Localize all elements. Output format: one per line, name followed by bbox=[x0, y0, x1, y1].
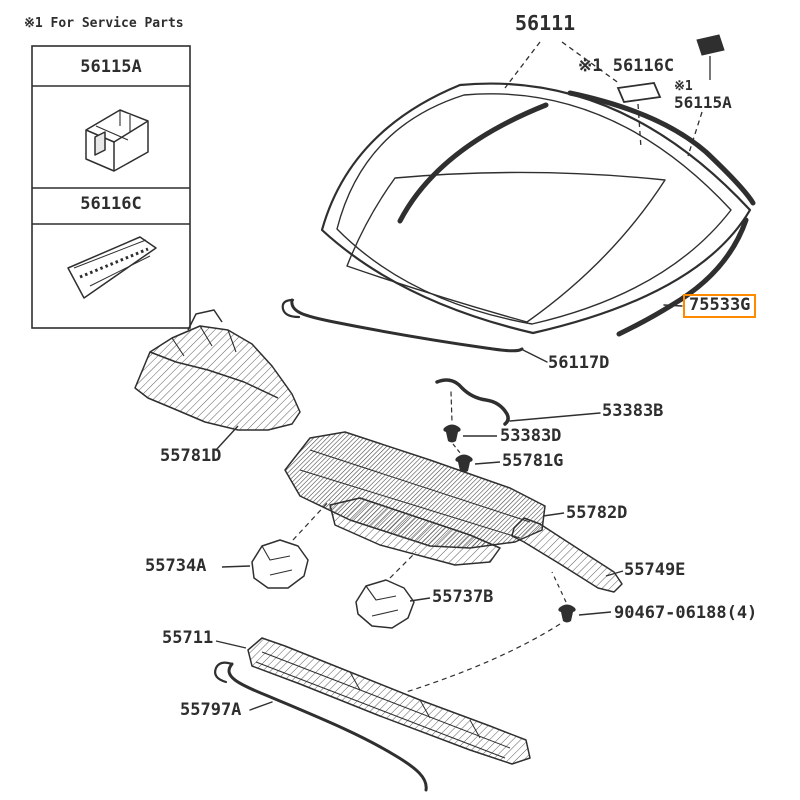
art-53383b bbox=[435, 378, 601, 426]
part-label-90467[interactable]: 90467-06188(4) bbox=[614, 603, 758, 623]
part-label-56111[interactable]: 56111 bbox=[515, 11, 576, 35]
part-label-55781g[interactable]: 55781G bbox=[502, 451, 564, 471]
art-75533g bbox=[616, 217, 749, 337]
part-label-55711[interactable]: 55711 bbox=[162, 628, 214, 648]
art-90467-clip bbox=[405, 571, 612, 693]
part-label-56116c[interactable]: ※1 56116C bbox=[578, 56, 675, 76]
legend-title-56115a: 56115A bbox=[80, 57, 142, 77]
part-label-56115a-num: 56115A bbox=[674, 93, 732, 113]
part-label-55734a[interactable]: 55734A bbox=[145, 556, 207, 576]
art-55749e bbox=[511, 517, 624, 593]
legend-title-56116c: 56116C bbox=[80, 194, 142, 214]
art-55797a bbox=[214, 661, 428, 792]
art-55782d bbox=[284, 431, 565, 566]
part-label-53383b[interactable]: 53383B bbox=[602, 401, 664, 421]
art-55781g-clip bbox=[452, 443, 501, 473]
art-55737b bbox=[355, 551, 431, 629]
part-label-55782d[interactable]: 55782D bbox=[566, 503, 628, 523]
legend-box-art bbox=[31, 45, 191, 329]
part-label-55781d[interactable]: 55781D bbox=[160, 446, 222, 466]
service-parts-note: ※1 For Service Parts bbox=[24, 16, 184, 31]
art-55711 bbox=[215, 637, 531, 765]
windshield-glass-art bbox=[320, 82, 756, 335]
art-56117d bbox=[281, 298, 548, 363]
part-label-55797a[interactable]: 55797A bbox=[180, 700, 242, 720]
art-53383d-clip bbox=[443, 424, 497, 443]
art-55734a bbox=[221, 499, 331, 589]
part-label-56115a-note: ※1 bbox=[674, 79, 693, 94]
part-label-53383d[interactable]: 53383D bbox=[500, 426, 562, 446]
part-label-56117d[interactable]: 56117D bbox=[548, 353, 610, 373]
part-label-75533g-highlighted[interactable]: 75533G bbox=[683, 294, 757, 318]
part-label-55749e[interactable]: 55749E bbox=[624, 560, 686, 580]
part-label-56115a[interactable]: ※1 56115A bbox=[674, 79, 732, 113]
legend-56115a-art bbox=[85, 109, 149, 172]
art-56116c-piece bbox=[616, 82, 662, 103]
legend-56116c-art bbox=[67, 236, 157, 299]
art-55781d bbox=[134, 309, 301, 451]
art-56115a-piece bbox=[696, 34, 725, 56]
part-label-55737b[interactable]: 55737B bbox=[432, 587, 494, 607]
top-leaders bbox=[504, 41, 711, 157]
